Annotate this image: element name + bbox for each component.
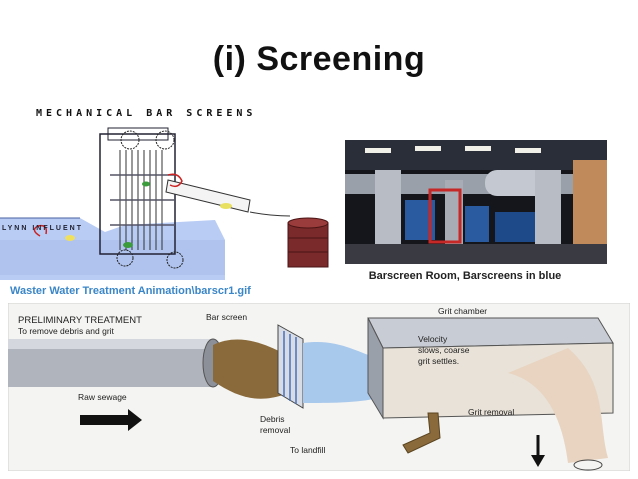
bottom-sprocket-left [116,249,134,267]
grit-collector [573,459,603,471]
animation-link[interactable]: Waster Water Treatment Animation\barscr1… [10,285,251,297]
velocity-line2: slows, coarse [418,345,470,355]
debris-chute [402,412,441,454]
debris-particle [65,235,75,241]
preliminary-treatment-diagram: PRELIMINARY TREATMENT To remove debris a… [8,303,630,471]
barscreen-room-photo [345,140,607,264]
debris-line1: Debris [260,414,285,424]
drop-line [249,211,291,217]
barrel-top [287,217,329,229]
mechanical-diagram-header: MECHANICAL BAR SCREENS [36,108,257,119]
top-sprocket-left [120,130,140,150]
screen-crossbars [110,174,175,226]
influent-red-arrow [33,224,48,237]
grit-chamber-label: Grit chamber [438,306,487,316]
debris-on-chute [220,203,232,209]
filtered-flow [303,341,378,403]
photo-floor [345,244,607,264]
debris-green [123,242,133,248]
sewage-flow [213,339,283,399]
top-sprocket-right [155,130,175,150]
raw-sewage-label: Raw sewage [78,392,127,402]
slide-title: (i) Screening [212,40,426,78]
velocity-line3: grit settles. [418,356,459,366]
raw-sewage-arrow [80,409,142,431]
heading-line2: To remove debris and grit [18,326,115,336]
pipe-highlight [8,339,213,349]
grit-outflow [508,348,608,463]
bar-screen-bars [283,331,297,404]
barscreen-blue-3 [495,212,535,242]
barscreen-blue-2 [465,206,489,242]
debris-line2: removal [260,425,290,435]
photo-caption: Barscreen Room, Barscreens in blue [368,270,562,282]
red-railing [428,188,462,244]
influent-label: LYNN INFLUENT [2,225,83,232]
landfill-label: To landfill [290,445,326,455]
debris-green-upper [142,181,150,187]
screen-top-housing [107,127,169,141]
velocity-line1: Velocity [418,334,448,344]
photo-ceiling [345,140,607,170]
ceiling-lights [365,146,541,153]
grit-down-arrow-head [531,455,545,467]
debris-barrel [287,222,329,268]
heading-line1: PRELIMINARY TREATMENT [18,315,142,326]
grit-removal-label: Grit removal [468,407,514,417]
screen-red-arrow [167,173,183,188]
water-deep [0,240,225,275]
grit-chamber-side [367,317,384,420]
mechanical-bar-screen-diagram: LYNN INFLUENT [0,127,329,280]
bar-screen-label: Bar screen [206,312,247,322]
bottom-sprocket-right [166,251,184,269]
